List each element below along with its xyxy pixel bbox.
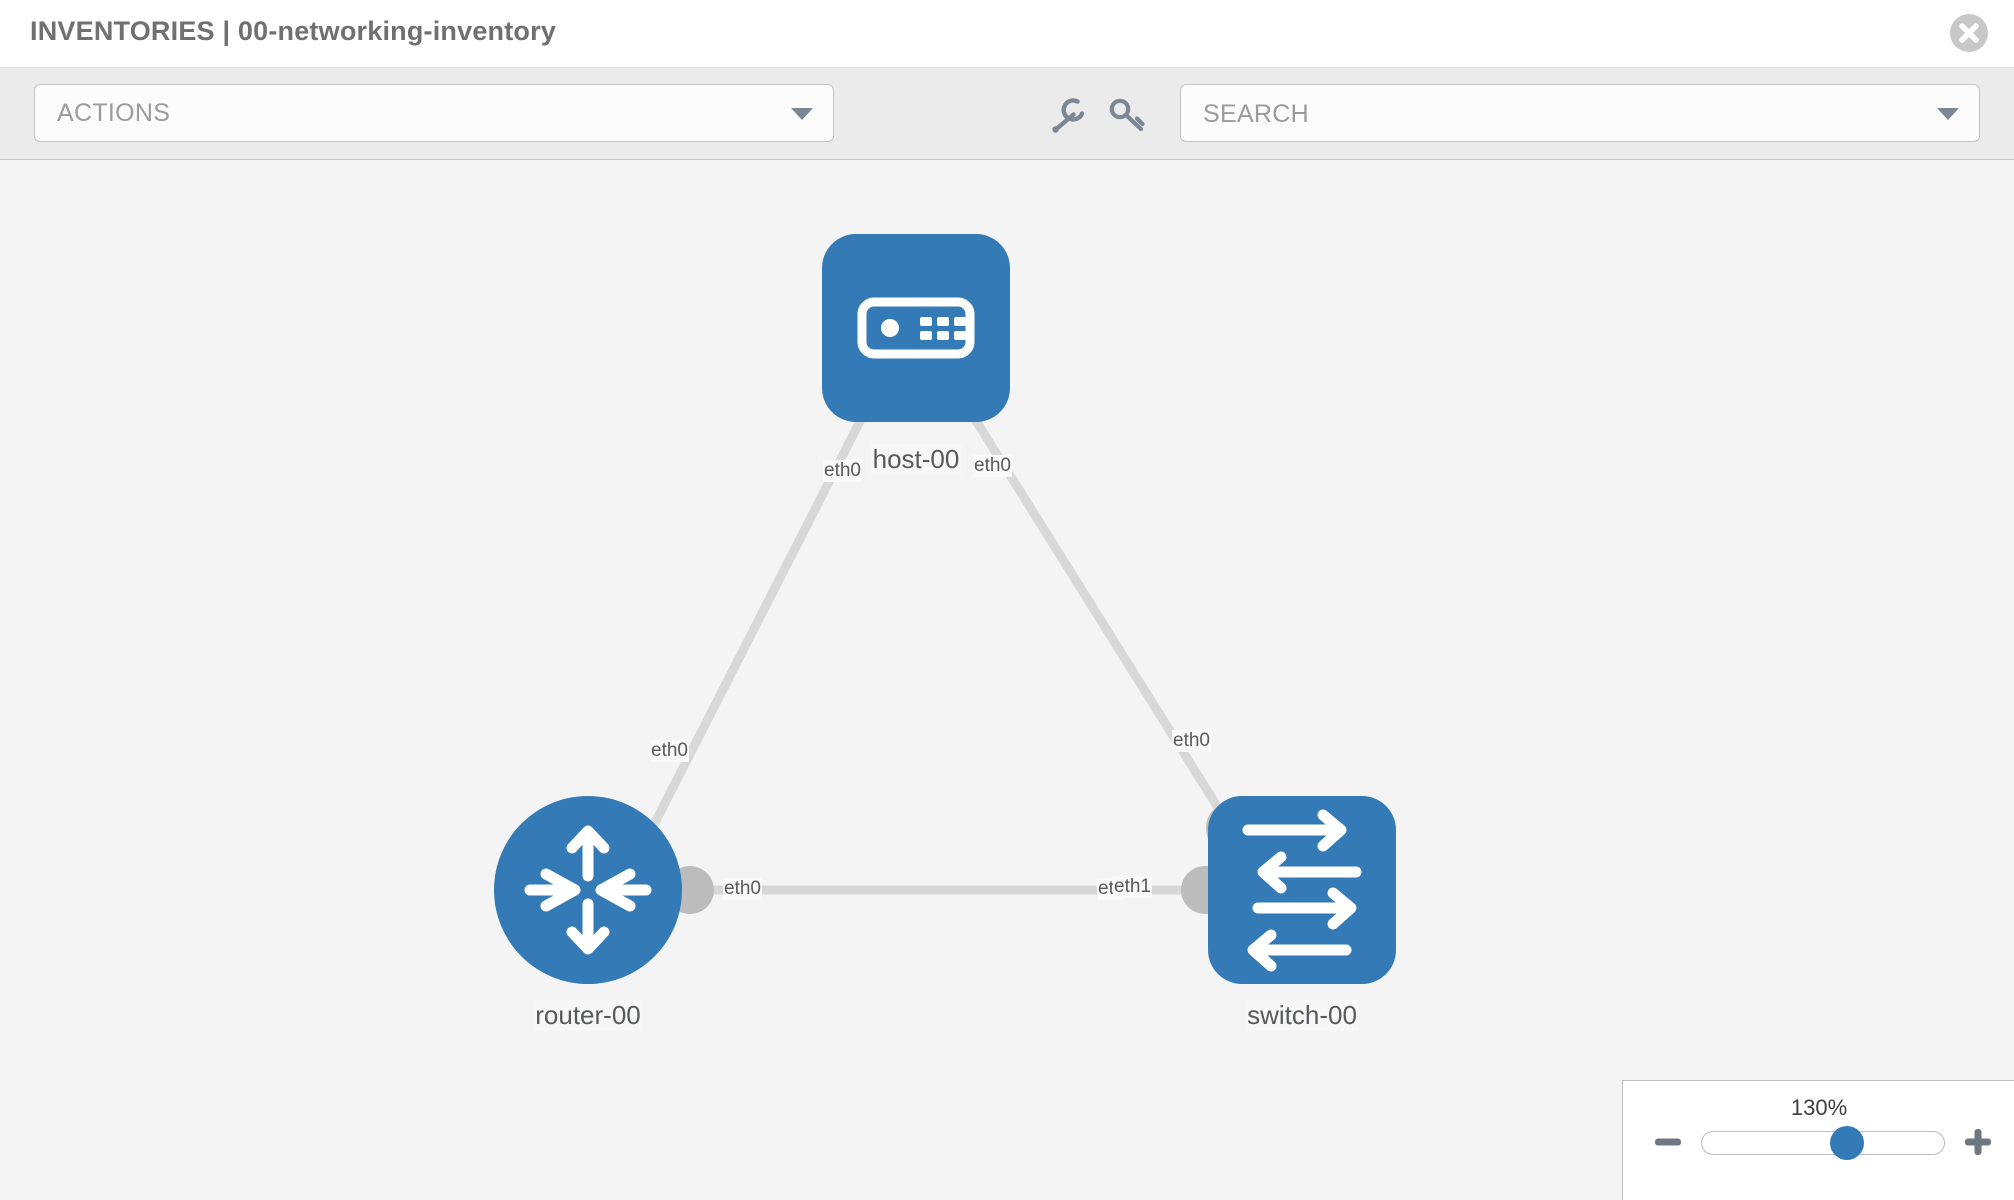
router-arrows-icon	[524, 825, 652, 955]
actions-dropdown-label: ACTIONS	[57, 99, 171, 127]
edge-label-host-00-router-00-target: eth0	[650, 740, 689, 762]
search-field[interactable]	[1180, 84, 1980, 143]
node-host-00[interactable]	[822, 234, 1010, 422]
switch-arrows-icon	[1242, 809, 1362, 972]
zoom-slider-handle[interactable]	[1830, 1126, 1865, 1160]
plus-icon[interactable]	[1961, 1125, 1995, 1159]
node-router-00[interactable]	[494, 796, 682, 984]
page-header: INVENTORIES | 00-networking-inventory	[0, 0, 2014, 68]
zoom-level-label: 130%	[1790, 1095, 1848, 1120]
edge-label-host-00-switch-00-target: eth0	[1172, 730, 1211, 752]
topology-graph	[494, 234, 1396, 984]
node-label-host-00: host-00	[870, 444, 962, 475]
minus-icon[interactable]	[1651, 1125, 1685, 1159]
zoom-slider[interactable]	[1701, 1126, 1945, 1160]
search-input[interactable]	[1201, 85, 1905, 143]
topology-connectors	[618, 358, 1258, 914]
topology-canvas[interactable]: host-00 router-00 switch-00 eth0 eth0 et…	[0, 160, 2014, 1200]
node-label-switch-00: switch-00	[1245, 1000, 1359, 1031]
wrench-icon[interactable]	[1046, 95, 1090, 135]
zoom-control-panel: 130%	[1622, 1080, 2014, 1200]
edge-label-router-00-switch-00-source: eth0	[723, 878, 762, 900]
chevron-down-icon[interactable]	[1937, 108, 1959, 120]
edge-label-host-00-router-00-source: eth0	[823, 460, 862, 482]
node-switch-00[interactable]	[1208, 796, 1396, 984]
close-icon[interactable]	[1950, 14, 1988, 52]
chevron-down-icon	[791, 108, 813, 120]
edge-label-host-00-switch-00-source: eth0	[973, 455, 1012, 477]
server-icon	[857, 297, 975, 359]
edge-label-router-00-switch-00-target: eth1	[1113, 876, 1152, 898]
actions-dropdown[interactable]: ACTIONS	[34, 84, 834, 142]
page-title: INVENTORIES | 00-networking-inventory	[30, 16, 557, 46]
node-label-router-00: router-00	[533, 1000, 643, 1031]
key-icon[interactable]	[1106, 95, 1150, 135]
